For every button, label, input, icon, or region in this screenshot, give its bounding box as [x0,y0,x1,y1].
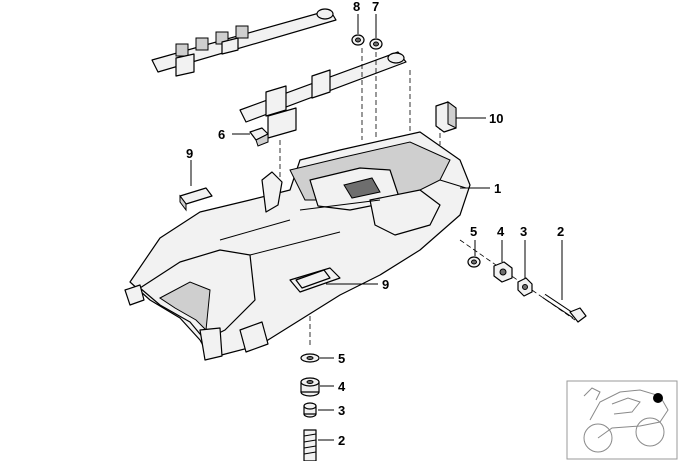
callout-3-lower: 3 [338,403,345,418]
bolt-part-2-lower [303,429,317,461]
callout-8: 8 [353,0,360,14]
frame-rail-upper [151,8,337,77]
callout-2-lower: 2 [338,433,345,448]
callout-10: 10 [489,111,503,126]
callout-4-right: 4 [497,224,505,239]
bracket-part-10 [435,101,457,133]
callout-6: 6 [218,127,225,142]
grommet-part-4-right [493,261,513,283]
washer-part-5-lower [300,353,320,363]
callout-5-right: 5 [470,224,477,239]
clip-part-6 [249,127,269,147]
sleeve-part-3-right [517,277,533,297]
rear-fender-undertray [124,131,471,361]
callout-labels: 8 7 6 10 9 1 5 4 3 2 9 5 4 3 2 [186,0,564,448]
washer-part-5-right [467,256,481,268]
callout-3-right: 3 [520,224,527,239]
frame-rail-lower [239,51,407,139]
callout-9-lower: 9 [382,277,389,292]
rubber-strip-part-9-lower [295,269,331,289]
rubber-strip-part-9-upper [179,187,213,212]
callout-4-lower: 4 [338,379,346,394]
bolt-part-2-right [542,293,587,323]
callout-9-upper: 9 [186,146,193,161]
washer-part-7 [369,38,383,50]
motorcycle-thumbnail-icon [566,380,678,460]
nut-part-8 [351,34,365,46]
callout-5-lower: 5 [338,351,345,366]
sleeve-part-3-lower [303,402,317,418]
callout-1: 1 [494,181,501,196]
callout-2-right: 2 [557,224,564,239]
callout-7: 7 [372,0,379,14]
callout-leaders [190,14,563,441]
grommet-part-4-lower [300,377,320,397]
location-dot-icon [653,393,663,403]
